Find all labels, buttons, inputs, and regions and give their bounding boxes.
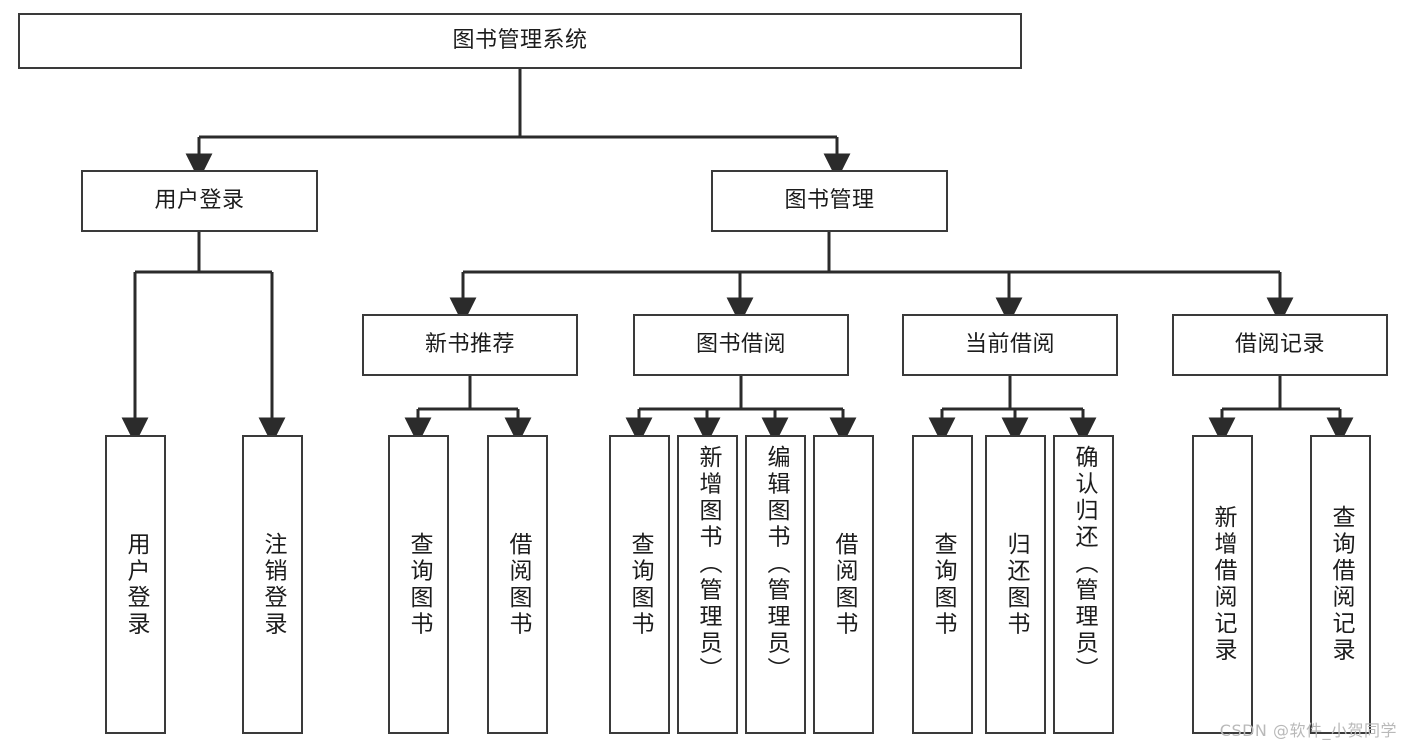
node-current-borrow[interactable]: 当前借阅 bbox=[902, 314, 1118, 376]
node-book-management[interactable]: 图书管理 bbox=[711, 170, 948, 232]
leaf-return-book-label: 归还图书 bbox=[1003, 531, 1029, 638]
leaf-add-borrow-record[interactable]: 新增借阅记录 bbox=[1192, 435, 1253, 734]
leaf-query-borrow-record[interactable]: 查询借阅记录 bbox=[1310, 435, 1371, 734]
node-book-borrow[interactable]: 图书借阅 bbox=[633, 314, 849, 376]
node-root-label: 图书管理系统 bbox=[452, 28, 588, 54]
node-user-login-label: 用户登录 bbox=[154, 188, 245, 214]
node-borrow-record[interactable]: 借阅记录 bbox=[1172, 314, 1388, 376]
leaf-return-book[interactable]: 归还图书 bbox=[985, 435, 1046, 734]
node-user-login[interactable]: 用户登录 bbox=[81, 170, 318, 232]
leaf-query-borrow-record-label: 查询借阅记录 bbox=[1328, 505, 1354, 664]
leaf-query-book-borrow-label: 查询图书 bbox=[627, 531, 653, 638]
leaf-query-book-current-label: 查询图书 bbox=[930, 531, 956, 638]
leaf-add-book-admin-label: 新增图书（管理员） bbox=[695, 445, 721, 684]
node-book-borrow-label: 图书借阅 bbox=[695, 332, 786, 358]
leaf-query-book-current[interactable]: 查询图书 bbox=[912, 435, 973, 734]
node-new-book-recommend-label: 新书推荐 bbox=[424, 332, 515, 358]
node-new-book-recommend[interactable]: 新书推荐 bbox=[362, 314, 578, 376]
leaf-confirm-return-admin[interactable]: 确认归还（管理员） bbox=[1053, 435, 1114, 734]
leaf-user-login[interactable]: 用户登录 bbox=[105, 435, 166, 734]
node-book-management-label: 图书管理 bbox=[784, 188, 875, 214]
leaf-borrow-book[interactable]: 借阅图书 bbox=[813, 435, 874, 734]
leaf-query-book-borrow[interactable]: 查询图书 bbox=[609, 435, 670, 734]
leaf-add-borrow-record-label: 新增借阅记录 bbox=[1210, 505, 1236, 664]
leaf-borrow-book-recommend[interactable]: 借阅图书 bbox=[487, 435, 548, 734]
leaf-add-book-admin[interactable]: 新增图书（管理员） bbox=[677, 435, 738, 734]
leaf-logout[interactable]: 注销登录 bbox=[242, 435, 303, 734]
leaf-confirm-return-admin-label: 确认归还（管理员） bbox=[1071, 445, 1097, 684]
leaf-user-login-label: 用户登录 bbox=[123, 531, 149, 638]
leaf-borrow-book-recommend-label: 借阅图书 bbox=[505, 531, 531, 638]
csdn-watermark: CSDN @软件_小贺同学 bbox=[1219, 721, 1397, 740]
leaf-query-book-recommend-label: 查询图书 bbox=[406, 531, 432, 638]
leaf-borrow-book-label: 借阅图书 bbox=[831, 531, 857, 638]
node-borrow-record-label: 借阅记录 bbox=[1234, 332, 1325, 358]
leaf-edit-book-admin-label: 编辑图书（管理员） bbox=[763, 445, 789, 684]
leaf-edit-book-admin[interactable]: 编辑图书（管理员） bbox=[745, 435, 806, 734]
node-root[interactable]: 图书管理系统 bbox=[18, 13, 1022, 69]
node-current-borrow-label: 当前借阅 bbox=[964, 332, 1055, 358]
leaf-logout-label: 注销登录 bbox=[260, 531, 286, 638]
leaf-query-book-recommend[interactable]: 查询图书 bbox=[388, 435, 449, 734]
